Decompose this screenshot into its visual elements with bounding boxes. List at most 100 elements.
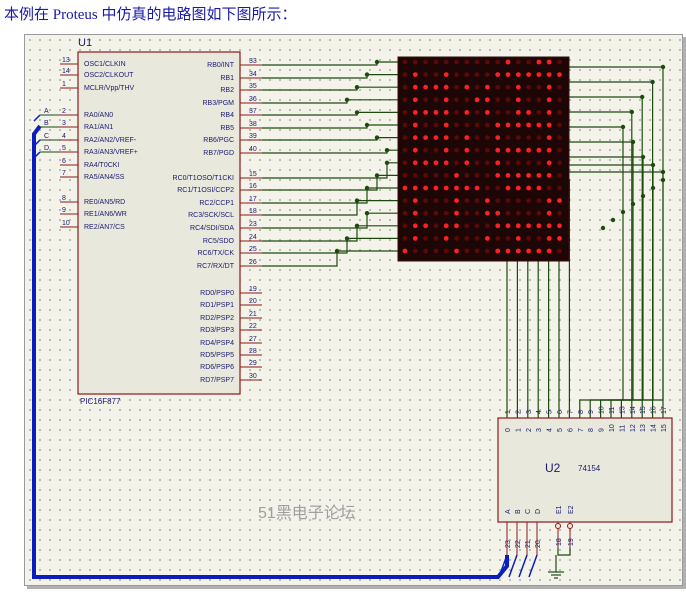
led-dot (443, 223, 449, 229)
led-dot (495, 135, 501, 141)
led-dot (412, 147, 418, 153)
decoder-output-label: 2 (526, 428, 533, 432)
mcu-pin-number: 35 (249, 83, 257, 90)
decoder-output-label: 1 (515, 428, 522, 432)
led-dot (474, 147, 480, 153)
led-dot (495, 223, 501, 229)
led-dot (557, 198, 562, 204)
junction-dot (650, 185, 656, 191)
mcu-pin-number: 5 (62, 145, 66, 152)
led-dot (474, 110, 480, 115)
mcu-body[interactable] (77, 51, 241, 395)
decoder-pin-number: 18 (556, 538, 563, 546)
junction-dot (630, 201, 636, 207)
decoder-body[interactable] (497, 417, 673, 523)
watermark-text: 51黑电子论坛 (258, 504, 356, 522)
led-dot (433, 84, 439, 90)
led-dot (402, 135, 408, 141)
led-dot (464, 160, 470, 166)
led-dot (412, 223, 418, 229)
junction-dot (344, 97, 350, 103)
enable-ground-wire (557, 548, 571, 556)
led-dot (495, 59, 501, 65)
led-dot (485, 160, 490, 166)
decoder-pin-number: 13 (619, 406, 626, 414)
mcu-pin-number: 30 (249, 373, 257, 380)
mcu-pin-number: 2 (62, 108, 66, 115)
mcu-pin-number: 15 (249, 171, 257, 178)
led-dot (546, 72, 552, 77)
decoder-pin-number: 21 (525, 540, 532, 548)
mcu-pin-name: RE2/AN7/CS (84, 224, 125, 231)
led-dot (412, 210, 418, 216)
junction-dot (374, 173, 380, 178)
led-dot (536, 185, 542, 191)
led-dot (423, 248, 428, 254)
led-dot (402, 72, 408, 77)
mcu-pin-number: 28 (249, 348, 257, 355)
decoder-pin-number: 10 (599, 406, 606, 414)
led-dot (536, 59, 542, 65)
led-dot (454, 72, 459, 77)
mcu-pin-name: RE0/AN5/RD (84, 199, 125, 206)
led-dot (412, 110, 418, 115)
junction-dot (354, 110, 360, 115)
led-dot (515, 97, 521, 103)
mcu-pin-name: RD0/PSP0 (200, 290, 234, 297)
led-dot (443, 160, 449, 166)
led-dot (515, 122, 521, 128)
decoder-pin-number: 17 (661, 406, 668, 414)
mcu-pin-name: RC2/CCP1 (199, 200, 234, 207)
led-dot (402, 110, 408, 115)
decoder-pin-number: 9 (588, 410, 595, 414)
led-dot (412, 198, 418, 204)
junction-dot (364, 185, 370, 191)
led-dot (423, 84, 428, 90)
mcu-pin-name: RC4/SDI/SDA (190, 225, 234, 232)
led-dot (526, 135, 531, 141)
junction-dot (660, 64, 666, 70)
row-wire (262, 237, 398, 254)
bus-label: A (44, 108, 49, 115)
led-dot (526, 147, 531, 153)
mcu-part: PIC16F877 (80, 397, 121, 406)
junction-dot (374, 135, 380, 140)
mcu-pin-name: RA3/AN3/VREF+ (84, 149, 138, 156)
column-wire (569, 164, 654, 418)
led-dot (505, 59, 511, 65)
led-dot (557, 97, 562, 103)
decoder-output-label: 10 (609, 424, 616, 432)
led-dot (402, 97, 408, 103)
led-dot (412, 248, 418, 254)
row-wire (262, 225, 398, 242)
mcu-pin-number: 13 (62, 57, 70, 64)
led-dot (454, 198, 459, 204)
led-dot (526, 173, 531, 178)
led-dot (443, 248, 449, 254)
junction-dot (354, 85, 360, 90)
led-dot (474, 135, 480, 141)
led-dot (546, 59, 552, 65)
led-dot (433, 160, 439, 166)
led-dot (443, 236, 449, 241)
mcu-pin-number: 24 (249, 234, 257, 241)
led-dot (423, 72, 428, 77)
led-dot (423, 198, 428, 204)
mcu-pin-number: 29 (249, 360, 257, 367)
mcu-pin-number: 22 (249, 323, 257, 330)
led-dot (546, 147, 552, 153)
led-dot (412, 97, 418, 103)
mcu-pin-name: RB2 (220, 87, 234, 94)
led-dot (412, 135, 418, 141)
led-dot (526, 84, 531, 90)
led-dot (546, 173, 552, 178)
led-dot (454, 110, 459, 115)
bus-entry (33, 151, 41, 159)
led-dot (412, 84, 418, 90)
led-dot (443, 135, 449, 141)
led-dot (454, 160, 459, 166)
led-dot (526, 97, 531, 103)
led-dot (454, 185, 459, 191)
mcu-pin-name: RC7/RX/DT (197, 263, 235, 270)
